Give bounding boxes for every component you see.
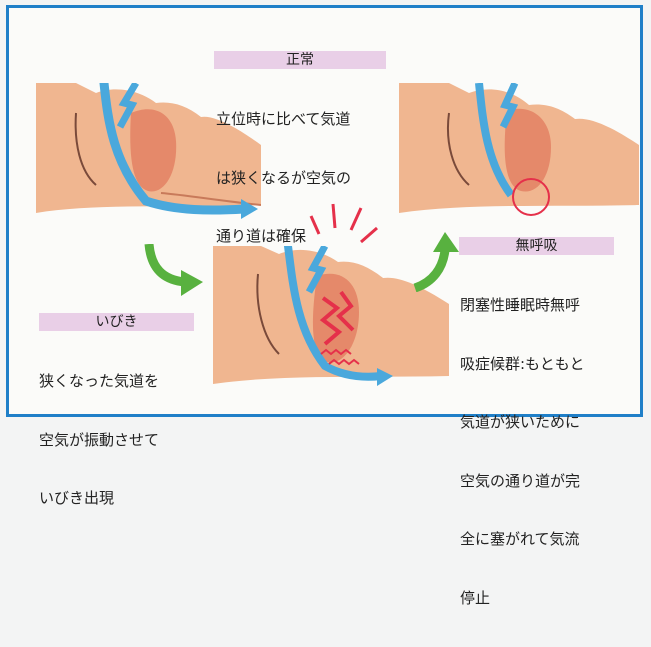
normal-line: は狭くなるが空気の: [216, 169, 351, 189]
normal-line: 立位時に比べて気道: [216, 110, 351, 130]
arrow-to-snoring-icon: [141, 244, 209, 300]
apnea-line: 全に塞がれて気流: [460, 530, 584, 550]
snoring-line: 狭くなった気道を: [39, 372, 159, 392]
panel-apnea: [399, 83, 639, 225]
apnea-title: 無呼吸: [459, 237, 614, 255]
apnea-line: 停止: [460, 589, 584, 609]
normal-description: 立位時に比べて気道 は狭くなるが空気の 通り道は確保: [216, 71, 351, 286]
snoring-description: 狭くなった気道を 空気が振動させて いびき出現: [39, 333, 159, 548]
apnea-line: 気道が狭いために: [460, 413, 584, 433]
apnea-line: 吸症候群:もともと: [460, 355, 584, 375]
apnea-line: 閉塞性睡眠時無呼: [460, 296, 584, 316]
apnea-line: 空気の通り道が完: [460, 472, 584, 492]
apnea-description: 閉塞性睡眠時無呼 吸症候群:もともと 気道が狭いために 空気の通り道が完 全に塞…: [460, 257, 584, 647]
snoring-line: いびき出現: [39, 489, 159, 509]
snoring-title: いびき: [39, 313, 194, 331]
normal-title: 正常: [214, 51, 386, 69]
normal-line: 通り道は確保: [216, 227, 351, 247]
snoring-line: 空気が振動させて: [39, 431, 159, 451]
diagram-frame: 正常 立位時に比べて気道 は狭くなるが空気の 通り道は確保 いびき 狭くなった気…: [6, 5, 643, 417]
apnea-airway-illustration: [399, 83, 639, 225]
